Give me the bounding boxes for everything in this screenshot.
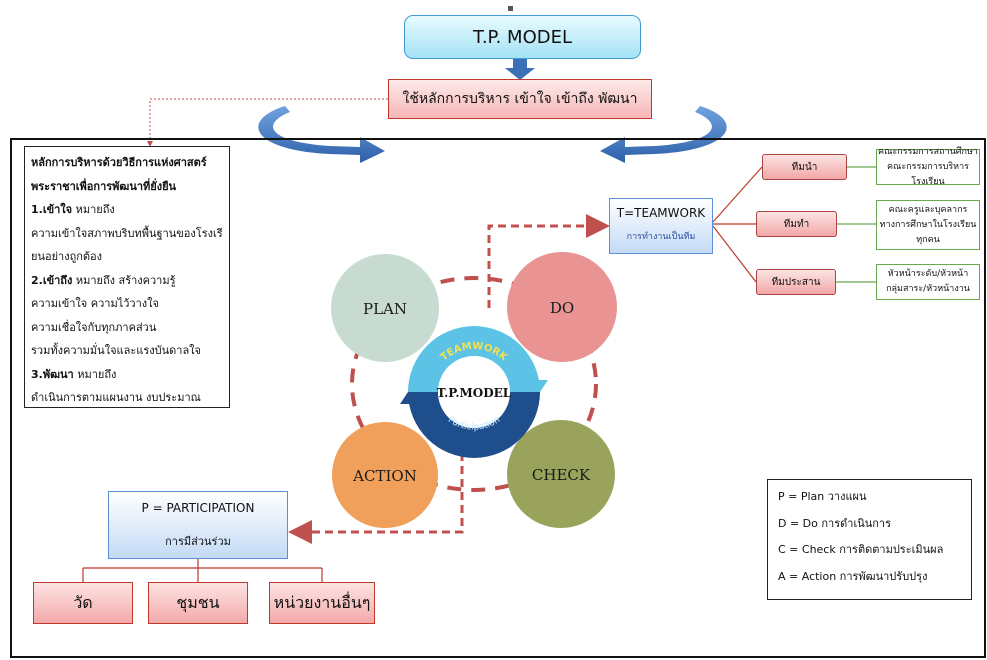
model-title-box: T.P. MODEL (404, 15, 641, 59)
principle-item-2-line-3: รวมทั้งความมั่นใจและแรงบันดาลใจ (31, 344, 201, 357)
center-to-participation-connector (288, 440, 464, 544)
action-circle (332, 422, 438, 528)
principles-panel: หลักการบริหารด้วยวิธีการแห่งศาสตร์ พระรา… (24, 146, 230, 408)
pdca-legend: P = Plan วางแผน D = Do การดำเนินการ C = … (767, 479, 972, 600)
principle-item-3-title: 3.พัฒนา (31, 367, 74, 381)
team-work-pill: ทีมทำ (756, 211, 837, 237)
principle-item-2-line-2: ความเชื่อใจกับทุกภาคส่วน (31, 320, 157, 334)
principle-item-3-line-1: ดำเนินการตามแผนงาน งบประมาณ (31, 391, 201, 404)
team-description-links (836, 166, 876, 283)
principles-heading-1: หลักการบริหารด้วยวิธีการแห่งศาสตร์ (31, 156, 207, 169)
principle-item-1-title: 1.เข้าใจ (31, 203, 73, 216)
legend-item-do: D = Do การดำเนินการ (778, 516, 891, 530)
down-arrow-icon (505, 59, 535, 80)
teamwork-title: T=TEAMWORK (616, 206, 706, 220)
action-label: ACTION (352, 467, 417, 485)
center-ring (400, 324, 548, 458)
participation-branches (82, 559, 323, 582)
legend-item-plan: P = Plan วางแผน (778, 490, 867, 503)
principle-subtitle: ใช้หลักการบริหาร เข้าใจ เข้าถึง พัฒนา (402, 91, 638, 107)
center-to-teamwork-connector (487, 214, 610, 308)
plan-label: PLAN (363, 300, 407, 318)
principle-item-1-line-2: ยนอย่างถูกต้อง (31, 250, 103, 263)
circular-arrows (258, 106, 727, 163)
principle-item-3-suffix: หมายถึง (73, 367, 117, 381)
teamwork-box: T=TEAMWORK การทำงานเป็นทีม (609, 198, 713, 254)
principle-item-2: 2.เข้าถึง หมายถึง สร้างความรู้ (31, 269, 223, 293)
team-coordinate-description: หัวหน้าระดับ/หัวหน้า กลุ่มสาระ/หัวหน้างา… (876, 264, 980, 300)
do-label: DO (550, 299, 574, 317)
principles-heading-2: พระราชาเพื่อการพัฒนาที่ยั่งยืน (31, 179, 177, 193)
team-coordinate-desc-line-2: กลุ่มสาระ/หัวหน้างาน (886, 284, 970, 294)
principle-item-1-line-1: ความเข้าใจสภาพบริบทพื้นฐานของโรงเรี (31, 226, 223, 240)
legend-item-action: A = Action การพัฒนาปรับปรุง (778, 569, 928, 583)
do-circle (507, 252, 617, 362)
principle-item-1-suffix: หมายถึง (72, 203, 115, 216)
unit-other-agencies-label: หน่วยงานอื่นๆ (273, 592, 371, 612)
principle-item-1: 1.เข้าใจ หมายถึง (31, 198, 223, 222)
team-work-desc-line-1: คณะครูและบุคลากร (888, 204, 968, 215)
principle-subtitle-box: ใช้หลักการบริหาร เข้าใจ เข้าถึง พัฒนา (388, 79, 652, 119)
unit-other-agencies-pill: หน่วยงานอื่นๆ (269, 582, 375, 624)
center-title: T.P.MODEL (437, 386, 512, 400)
team-lead-desc-line-2: คณะกรรมการบริหารโรงเรียน (887, 161, 969, 187)
team-coordinate-desc-line-1: หัวหน้าระดับ/หัวหน้า (887, 269, 969, 279)
team-coordinate-pill: ทีมประสาน (756, 269, 836, 295)
team-work-desc-line-3: ทุกคน (916, 234, 940, 245)
teamwork-branches (712, 166, 763, 283)
principle-item-2-line-1: ความเข้าใจ ความไว้วางใจ (31, 297, 159, 310)
principle-item-2-suffix: หมายถึง สร้างความรู้ (72, 273, 176, 287)
participation-subtitle: การมีส่วนร่วม (165, 535, 231, 548)
team-work-label: ทีมทำ (783, 218, 810, 230)
check-circle (507, 420, 615, 528)
plan-circle (331, 254, 439, 362)
team-lead-desc-line-1: คณะกรรมการสถานศึกษา (878, 146, 978, 157)
team-lead-label: ทีมนำ (791, 161, 818, 173)
legend-item-check: C = Check การติดตามประเมินผล (778, 543, 944, 556)
principle-item-3: 3.พัฒนา หมายถึง (31, 363, 223, 387)
unit-community-label: ชุมชน (176, 592, 220, 612)
subtitle-to-panel-connector (147, 98, 388, 147)
team-work-description: คณะครูและบุคลากร ทางการศึกษาในโรงเรียน ท… (876, 200, 980, 250)
team-coordinate-label: ทีมประสาน (771, 276, 821, 288)
check-label: CHECK (532, 466, 591, 484)
participation-title: P = PARTICIPATION (141, 501, 255, 515)
cycle-dashed-ring (350, 276, 598, 492)
team-work-desc-line-2: ทางการศึกษาในโรงเรียน (879, 219, 977, 230)
unit-temple-label: วัด (73, 592, 93, 612)
team-lead-pill: ทีมนำ (762, 154, 847, 180)
principle-item-2-title: 2.เข้าถึง (31, 273, 73, 287)
team-lead-description: คณะกรรมการสถานศึกษา คณะกรรมการบริหารโรงเ… (876, 147, 980, 187)
teamwork-subtitle: การทำงานเป็นทีม (626, 232, 696, 242)
unit-temple-pill: วัด (33, 582, 133, 624)
top-marker (508, 6, 513, 11)
unit-community-pill: ชุมชน (148, 582, 248, 624)
participation-box: P = PARTICIPATION การมีส่วนร่วม (108, 491, 288, 559)
content-frame (10, 138, 986, 658)
model-title: T.P. MODEL (472, 26, 573, 48)
